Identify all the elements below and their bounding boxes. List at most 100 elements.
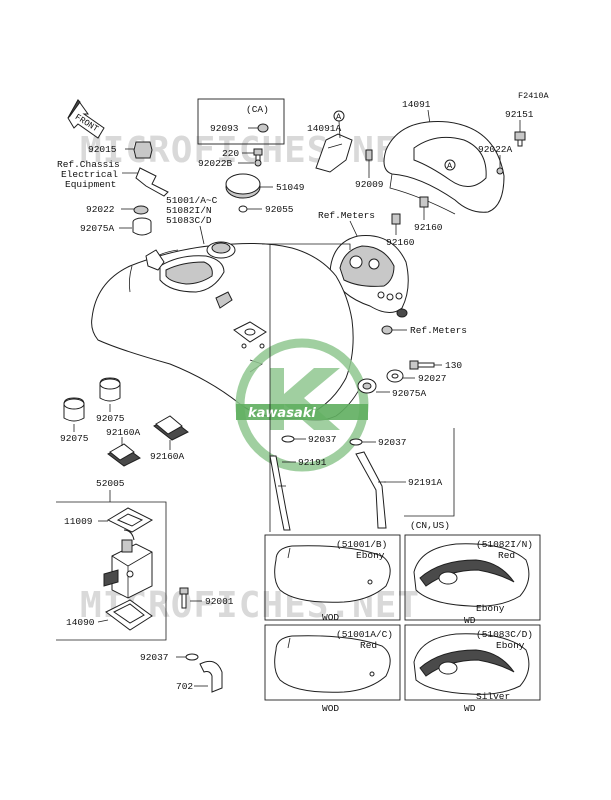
part-92075a-damper-left	[132, 217, 152, 236]
label-92037-right: 92037	[378, 437, 407, 448]
variant-note-51083cd: WD	[464, 703, 476, 714]
label-92075-bottom: 92075	[60, 433, 89, 444]
label-tank-1: 51001/A~C	[166, 195, 218, 206]
label-92037-left: 92037	[308, 434, 337, 445]
part-92022a-washer	[496, 167, 504, 175]
part-92037-clamp-left	[281, 435, 295, 443]
kawasaki-logo-watermark: kawasaki	[235, 338, 369, 472]
variant-note-51082in: WD	[464, 615, 476, 626]
variant-code-51001b: (51001/B)	[336, 539, 387, 550]
part-92093-grommet	[257, 123, 269, 133]
label-circle-a-top: A	[336, 112, 342, 122]
label-92093: 92093	[210, 123, 239, 134]
part-92151-bolt	[514, 131, 526, 147]
part-92037-clamp-right	[349, 438, 363, 446]
variant-color2-51082in: Ebony	[476, 603, 505, 614]
part-92022b-washer	[254, 159, 262, 167]
label-92001: 92001	[205, 596, 234, 607]
circle-a-mid	[444, 159, 456, 171]
label-ca: (CA)	[246, 104, 269, 115]
label-92160-left: 92160	[386, 237, 415, 248]
part-14091-meter-cover	[383, 121, 505, 215]
label-ref-meters-bottom: Ref.Meters	[410, 325, 467, 336]
fuel-tank-body	[91, 241, 361, 421]
variant-code-51082in: (51082I/N)	[476, 539, 533, 550]
part-14090-cover	[105, 599, 153, 631]
label-92151: 92151	[505, 109, 534, 120]
label-circle-a-mid: A	[447, 161, 453, 171]
variant-color2-51083cd: Silver	[476, 691, 510, 702]
label-ref-chassis-3: Equipment	[65, 179, 116, 190]
label-92075a-left: 92075A	[80, 223, 115, 234]
label-tank-3: 51083C/D	[166, 215, 212, 226]
label-14090: 14090	[66, 617, 95, 628]
part-11009-gasket	[106, 507, 154, 533]
label-92160-right: 92160	[414, 222, 443, 233]
part-92037-clamp-bottom	[185, 653, 199, 661]
label-tank-2: 51082I/N	[166, 205, 212, 216]
variant-box-51082in: (51082I/N) Red Ebony WD	[404, 534, 541, 626]
variant-color-51001b: Ebony	[356, 550, 385, 561]
label-51049: 51049	[276, 182, 305, 193]
part-92022-washer	[133, 205, 149, 215]
part-92160-grommet-left	[391, 213, 401, 225]
label-92160a-left: 92160A	[106, 427, 141, 438]
label-14091a: 14091A	[307, 123, 342, 134]
label-ref-chassis-2: Electrical	[61, 169, 118, 180]
variant-code-51001ac: (51001A/C)	[336, 629, 393, 640]
logo-word: kawasaki	[248, 406, 316, 421]
label-ref-meters-top: Ref.Meters	[318, 210, 375, 221]
part-92160a-pad-left	[107, 443, 141, 467]
label-92160a-right: 92160A	[150, 451, 185, 462]
part-92055-o-ring	[238, 205, 248, 213]
label-92022b: 92022B	[198, 158, 233, 169]
variant-note-51001b: WOD	[322, 612, 339, 623]
variant-color-51001ac: Red	[360, 640, 377, 651]
part-52005-fuel-pump	[103, 529, 153, 599]
variant-color-51082in: Red	[498, 550, 515, 561]
label-92075a-right: 92075A	[392, 388, 427, 399]
variant-box-51001ac: (51001A/C) Red WOD	[264, 624, 401, 714]
part-702-hose	[199, 660, 223, 693]
part-92191-hose	[269, 455, 291, 531]
label-ref-chassis-1: Ref.Chassis	[57, 159, 120, 170]
figure-code: F2410A	[518, 91, 550, 101]
label-14091: 14091	[402, 99, 431, 110]
label-92191: 92191	[298, 457, 327, 468]
label-92022: 92022	[86, 204, 115, 215]
variant-code-51083cd: (51083C/D)	[476, 629, 533, 640]
part-92015-nut	[133, 141, 153, 159]
label-cn-us: (CN,US)	[410, 520, 450, 531]
part-130-bolt	[409, 360, 435, 370]
label-92022a: 92022A	[478, 144, 513, 155]
part-92075-damper-top	[99, 377, 121, 402]
part-14091a-bracket	[315, 133, 353, 173]
part-92075-damper-bottom	[63, 397, 85, 422]
variant-box-51083cd: (51083C/D) Ebony Silver WD	[404, 624, 541, 714]
label-702: 702	[176, 681, 193, 692]
label-92055: 92055	[265, 204, 294, 215]
variant-color-51083cd: Ebony	[496, 640, 525, 651]
variant-note-51001ac: WOD	[322, 703, 339, 714]
label-92037-bottom: 92037	[140, 652, 169, 663]
part-92027-collar	[386, 369, 404, 383]
label-130: 130	[445, 360, 462, 371]
variant-box-51001b: (51001/B) Ebony WOD	[264, 534, 401, 623]
label-92075-top: 92075	[96, 413, 125, 424]
label-92009: 92009	[355, 179, 384, 190]
label-220: 220	[222, 148, 239, 159]
part-92160a-pad-right	[153, 415, 189, 441]
part-92001-bolt	[179, 587, 189, 609]
meter-assembly	[329, 235, 409, 318]
label-52005: 52005	[96, 478, 125, 489]
part-92160-grommet-right	[419, 196, 429, 208]
label-92027: 92027	[418, 373, 447, 384]
part-92075a-damper-right	[357, 378, 377, 394]
meter-damper-grommet	[381, 325, 393, 335]
part-92191a-hose	[355, 451, 387, 529]
tank-mount-tab	[145, 249, 165, 271]
part-51049-fuel-cap	[225, 173, 261, 199]
part-bracket-strip	[135, 167, 169, 197]
